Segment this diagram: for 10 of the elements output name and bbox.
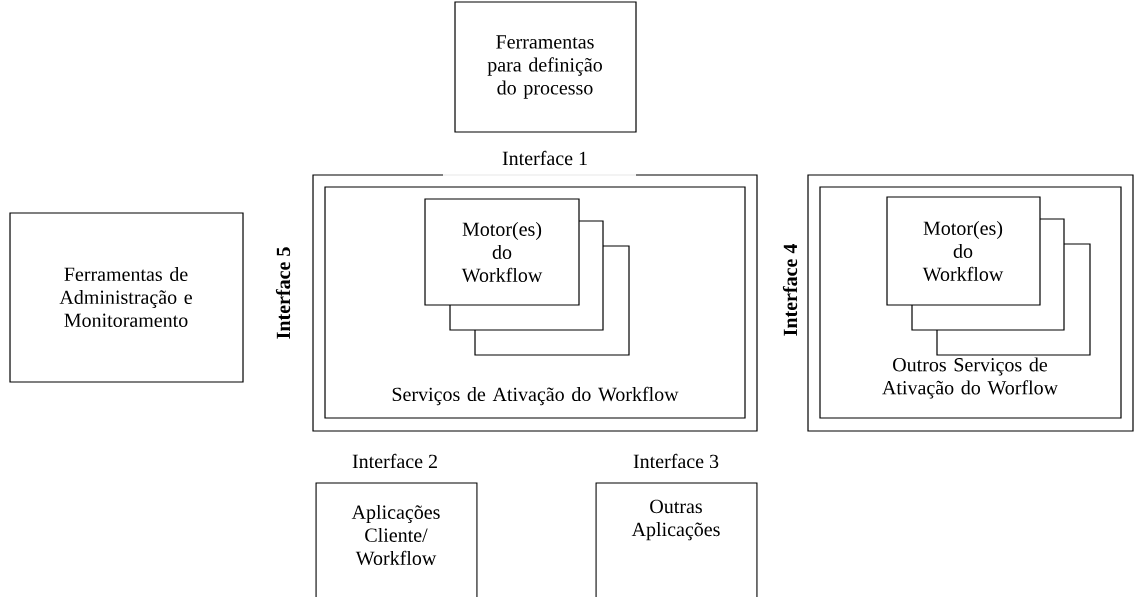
- interface-label: Interface 5: [275, 247, 291, 339]
- process-box: Ferramentas para definição do processo: [454, 1, 637, 133]
- node-label: Motor(es): [923, 220, 1003, 240]
- interface-label: Interface 4: [782, 244, 798, 336]
- process-box: Aplicações Cliente/ Workflow: [315, 482, 478, 597]
- process-box: Ferramentas de Administração e Monitoramento: [9, 212, 244, 383]
- process-box: Outras Aplicações: [595, 482, 758, 597]
- stacked-boxes: Motor(es) do Workflow: [886, 196, 1091, 356]
- node-label: Motor(es): [462, 221, 542, 241]
- stacked-boxes: Motor(es) do Workflow: [424, 198, 630, 356]
